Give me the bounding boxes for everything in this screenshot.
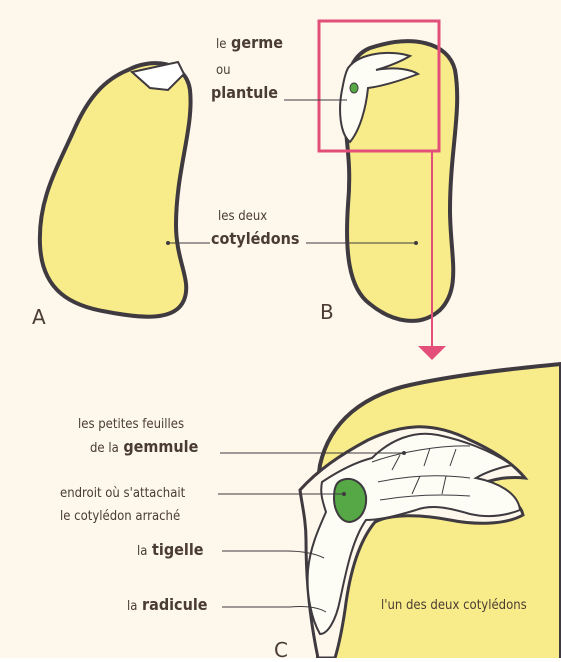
label-endroit: endroit où s'attachait xyxy=(60,487,185,500)
label-radicule: la radicule xyxy=(127,597,208,613)
dot-gemmule xyxy=(402,451,406,455)
label-radicule-small: la xyxy=(127,599,137,614)
label-petites-feuilles: les petites feuilles xyxy=(78,418,184,431)
label-cotyledon-arrache: le cotylédon arraché xyxy=(60,510,180,523)
label-les-deux: les deux xyxy=(218,210,267,223)
dot-seed-b xyxy=(414,241,418,245)
dot-seed-a xyxy=(166,241,170,245)
panel-label-b: B xyxy=(320,300,334,324)
label-un-des-deux: l'un des deux cotylédons xyxy=(381,599,527,612)
label-tigelle-small: la xyxy=(137,544,147,559)
label-tigelle-big: tigelle xyxy=(152,540,204,559)
label-gemmule: de la gemmule xyxy=(90,439,198,455)
label-germe-big: germe xyxy=(231,33,283,52)
panel-label-c: C xyxy=(274,638,288,662)
label-tigelle: la tigelle xyxy=(137,542,204,558)
zoom-arrow-head xyxy=(418,346,446,360)
seed-a-shape xyxy=(40,63,191,317)
label-germe-small: le xyxy=(216,37,226,52)
panel-label-a: A xyxy=(32,305,46,329)
label-ou: ou xyxy=(216,64,231,77)
label-germe: le germe xyxy=(216,35,283,51)
label-radicule-big: radicule xyxy=(142,595,208,614)
label-plantule: plantule xyxy=(211,85,278,101)
dot-attach xyxy=(342,492,346,496)
attach-spot-green xyxy=(334,479,366,522)
label-cotyledons: cotylédons xyxy=(211,231,299,247)
seed-b-attach-spot xyxy=(350,83,358,93)
label-gemmule-big: gemmule xyxy=(123,437,198,456)
label-gemmule-small: de la xyxy=(90,441,119,456)
